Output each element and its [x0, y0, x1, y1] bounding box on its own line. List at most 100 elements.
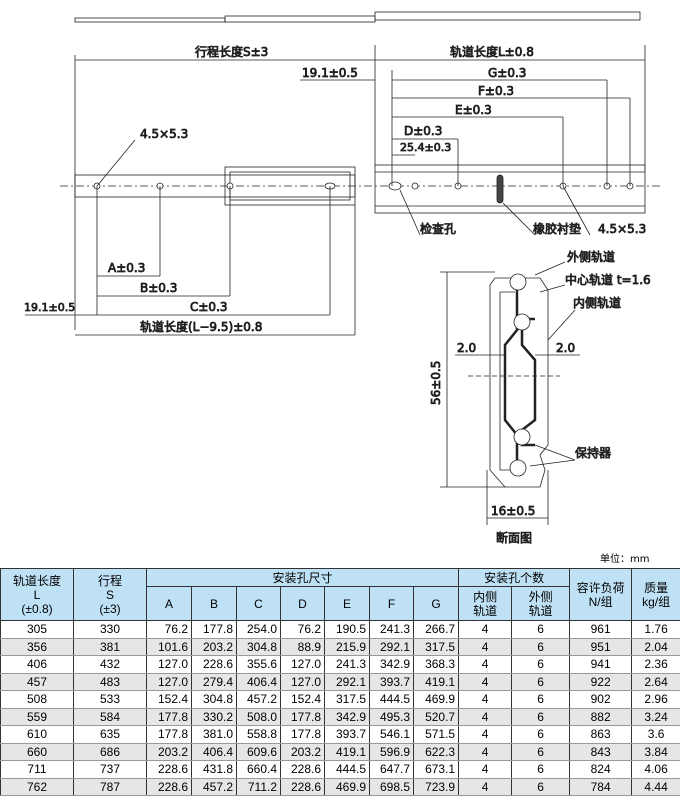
table-cell: 292.1	[370, 638, 414, 656]
table-cell: 342.9	[370, 656, 414, 674]
bottom-length-label: 轨道长度(L−9.5)±0.8	[140, 319, 262, 334]
table-cell: 203.2	[147, 743, 192, 761]
table-cell: 483	[74, 673, 147, 691]
table-cell: 177.8	[147, 708, 192, 726]
table-cell: 76.2	[281, 621, 325, 639]
header-mass: 质量 kg/组	[632, 569, 680, 621]
table-cell: 673.1	[414, 761, 459, 779]
table-cell: 6	[512, 778, 570, 796]
table-cell: 305	[1, 621, 74, 639]
table-cell: 330.2	[192, 708, 237, 726]
table-cell: 584	[74, 708, 147, 726]
table-cell: 922	[570, 673, 632, 691]
table-cell: 177.8	[281, 708, 325, 726]
table-cell: 824	[570, 761, 632, 779]
table-cell: 4.06	[632, 761, 680, 779]
table-cell: 495.3	[370, 708, 414, 726]
table-cell: 622.3	[414, 743, 459, 761]
a-dimension: A±0.3	[108, 261, 145, 275]
b-dimension: B±0.3	[140, 281, 177, 295]
table-cell: 304.8	[192, 691, 237, 709]
table-cell: 6	[512, 726, 570, 744]
table-cell: 127.0	[147, 656, 192, 674]
header-load: 容许负荷 N/组	[570, 569, 632, 621]
table-cell: 393.7	[325, 726, 370, 744]
table-cell: 393.7	[370, 673, 414, 691]
table-cell: 4	[459, 673, 512, 691]
d2-dimension: 25.4±0.3	[400, 141, 451, 154]
table-cell: 381	[74, 638, 147, 656]
table-cell: 356	[1, 638, 74, 656]
hole-size-right: 4.5×5.3	[598, 222, 646, 236]
table-cell: 951	[570, 638, 632, 656]
width-label: 16±0.5	[491, 504, 535, 518]
table-cell: 228.6	[147, 761, 192, 779]
table-cell: 546.1	[370, 726, 414, 744]
left-gap-label: 2.0	[457, 341, 476, 355]
table-cell: 444.5	[325, 761, 370, 779]
table-cell: 902	[570, 691, 632, 709]
table-cell: 457.2	[192, 778, 237, 796]
table-cell: 2.36	[632, 656, 680, 674]
f-dimension: F±0.3	[478, 84, 514, 98]
table-cell: 4	[459, 761, 512, 779]
header-col-c: C	[237, 587, 281, 621]
table-cell: 4.44	[632, 778, 680, 796]
table-cell: 635	[74, 726, 147, 744]
table-cell: 4	[459, 708, 512, 726]
table-cell: 6	[512, 621, 570, 639]
table-cell: 2.96	[632, 691, 680, 709]
rail-top-view	[75, 12, 640, 22]
table-cell: 3.84	[632, 743, 680, 761]
hole-size-left: 4.5×5.3	[140, 127, 188, 141]
table-cell: 190.5	[325, 621, 370, 639]
table-cell: 469.9	[325, 778, 370, 796]
table-cell: 686	[74, 743, 147, 761]
table-cell: 406.4	[192, 743, 237, 761]
cross-section	[440, 262, 580, 525]
table-cell: 444.5	[370, 691, 414, 709]
table-cell: 330	[74, 621, 147, 639]
table-cell: 419.1	[325, 743, 370, 761]
table-cell: 6	[512, 761, 570, 779]
height-label: 56±0.5	[429, 361, 443, 405]
table-cell: 215.9	[325, 638, 370, 656]
rubber-pad-label: 橡胶衬垫	[533, 221, 581, 236]
header-outer: 外侧 轨道	[512, 587, 570, 621]
header-holes: 安装孔尺寸	[147, 569, 459, 587]
table-cell: 177.8	[192, 621, 237, 639]
center-rail-label: 中心轨道 t=1.6	[565, 272, 651, 287]
right-gap-label: 2.0	[556, 341, 575, 355]
table-cell: 6	[512, 673, 570, 691]
table-cell: 406	[1, 656, 74, 674]
inspection-hole-label: 检查孔	[420, 221, 456, 236]
table-cell: 469.9	[414, 691, 459, 709]
table-cell: 961	[570, 621, 632, 639]
table-cell: 228.6	[192, 656, 237, 674]
table-cell: 368.3	[414, 656, 459, 674]
table-cell: 882	[570, 708, 632, 726]
table-cell: 279.4	[192, 673, 237, 691]
table-cell: 6	[512, 638, 570, 656]
table-cell: 787	[74, 778, 147, 796]
table-cell: 941	[570, 656, 632, 674]
header-col-d: D	[281, 587, 325, 621]
table-cell: 4	[459, 726, 512, 744]
table-cell: 304.8	[237, 638, 281, 656]
table-cell: 4	[459, 656, 512, 674]
table-cell: 4	[459, 778, 512, 796]
table-cell: 6	[512, 691, 570, 709]
table-cell: 558.8	[237, 726, 281, 744]
table-cell: 457.2	[237, 691, 281, 709]
section-title: 断面图	[496, 530, 532, 545]
slide-rail-drawing: 行程长度S±3 轨道长度L±0.8 19.1±0.5 G±0.3 F±0.3 E…	[0, 0, 680, 550]
table-cell: 6	[512, 743, 570, 761]
